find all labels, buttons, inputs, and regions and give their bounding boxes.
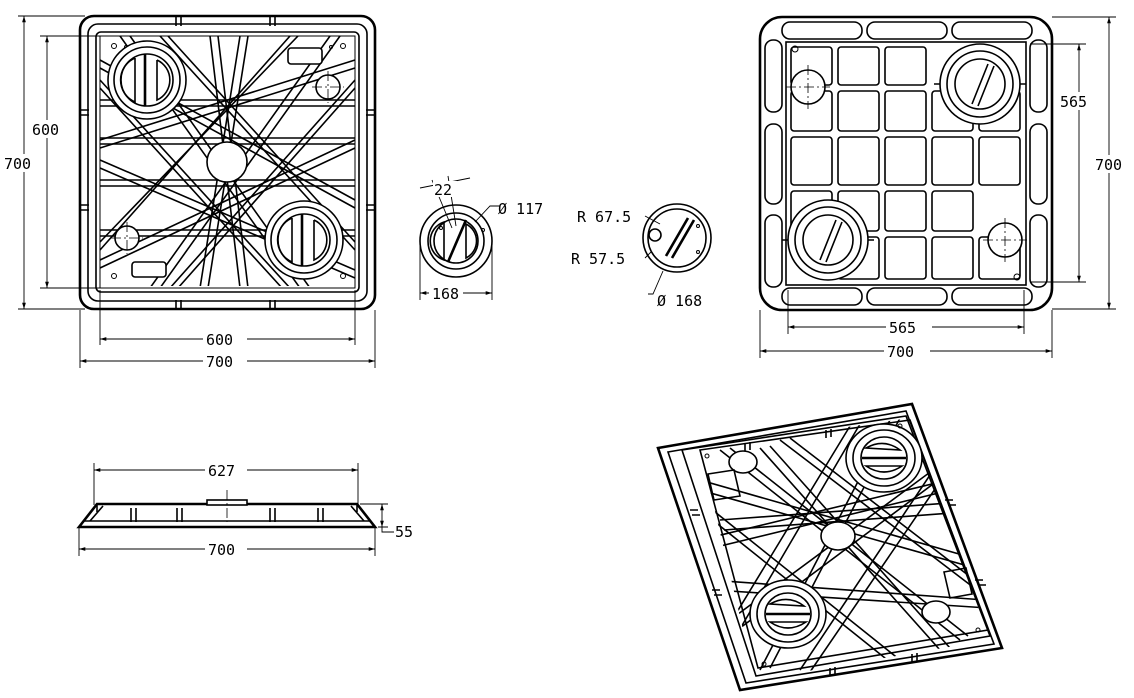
top-view xyxy=(78,14,377,311)
cap-bottom-right xyxy=(264,200,344,280)
bottom-inner-height-label: 565 xyxy=(1060,93,1087,111)
iso-cap-bottom-left xyxy=(749,579,827,649)
cap-outer-diameter-label: 168 xyxy=(432,285,459,303)
profile-inner-radius-label: R 57.5 xyxy=(571,250,625,268)
side-view xyxy=(76,490,378,529)
bottom-outer-height-label: 700 xyxy=(1095,156,1122,174)
top-inner-height-label: 600 xyxy=(32,121,59,139)
cap-inner-diameter-label: Ø 117 xyxy=(498,200,543,218)
cap-angle-label: 22 xyxy=(434,181,452,199)
bottom-cap-top-right xyxy=(934,43,1026,125)
profile-diameter-label: Ø 168 xyxy=(657,292,702,310)
side-bottom-width-label: 700 xyxy=(208,541,235,559)
bottom-view-dimensions: 565 700 565 700 xyxy=(759,16,1129,361)
top-outer-height-label: 700 xyxy=(4,155,31,173)
top-outer-width-label: 700 xyxy=(206,353,233,371)
top-view-dimensions: 600 700 600 700 xyxy=(2,15,376,371)
bottom-cap-bottom-left xyxy=(782,199,874,281)
side-height-label: 55 xyxy=(395,523,413,541)
isometric-view xyxy=(656,402,1004,692)
bottom-outer-width-label: 700 xyxy=(887,343,914,361)
bottom-inner-width-label: 565 xyxy=(889,319,916,337)
bottom-view xyxy=(758,15,1054,312)
iso-cap-top-right xyxy=(845,423,923,493)
rib-lattice xyxy=(99,36,356,286)
cap-profile: R 67.5 R 57.5 Ø 168 xyxy=(571,203,712,310)
cap-top-left xyxy=(107,40,187,120)
cap-detail: 22 Ø 117 168 xyxy=(419,175,543,303)
side-view-dimensions: 627 700 55 xyxy=(78,462,413,559)
side-top-width-label: 627 xyxy=(208,462,235,480)
top-inner-width-label: 600 xyxy=(206,331,233,349)
profile-outer-radius-label: R 67.5 xyxy=(577,208,631,226)
